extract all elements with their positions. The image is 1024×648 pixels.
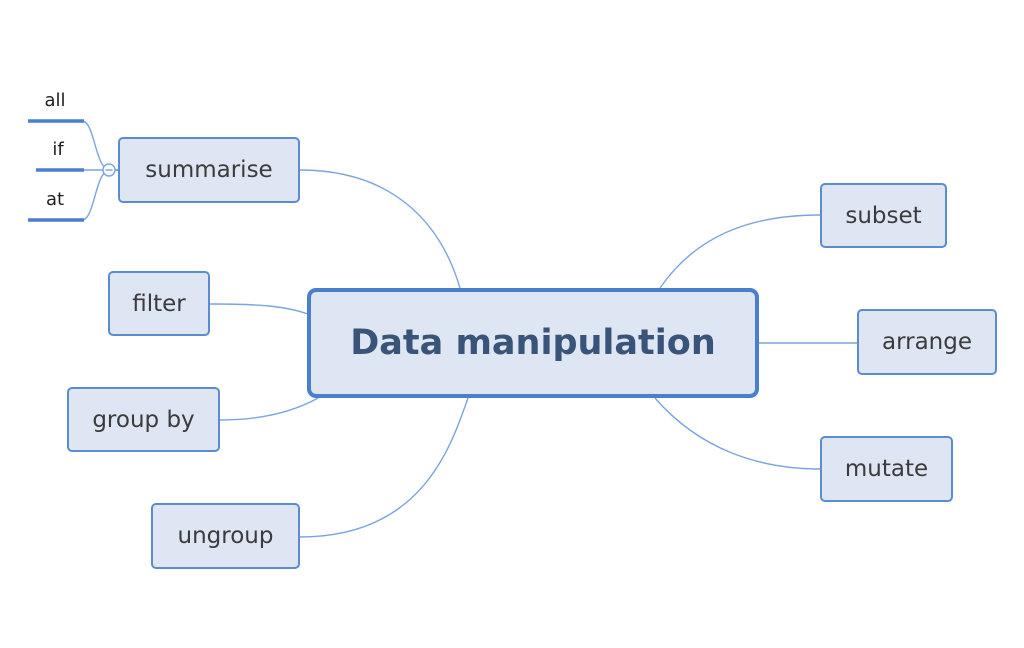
connector-ungroup <box>299 397 469 538</box>
connector-summarise <box>299 169 461 289</box>
topic-arrange[interactable]: arrange <box>857 309 997 375</box>
topic-filter[interactable]: filter <box>108 271 210 336</box>
central-topic[interactable]: Data manipulation <box>307 288 759 398</box>
topic-summarise[interactable]: summarise <box>118 137 300 203</box>
connector-filter <box>209 303 309 315</box>
subtopic-at[interactable]: at <box>45 188 65 210</box>
connector-group-by <box>219 397 319 421</box>
subtopic-if[interactable]: if <box>52 138 64 160</box>
topic-ungroup[interactable]: ungroup <box>151 503 300 569</box>
collapse-toggle-icon[interactable] <box>102 163 116 177</box>
connector-mutate <box>654 397 821 470</box>
connector-subset <box>659 214 821 289</box>
topic-mutate[interactable]: mutate <box>820 436 953 502</box>
topic-group-by[interactable]: group by <box>67 387 220 452</box>
connector-subtopic-all <box>81 120 118 171</box>
topic-subset[interactable]: subset <box>820 183 947 248</box>
subtopic-all[interactable]: all <box>44 89 66 111</box>
connector-subtopic-at <box>81 169 118 221</box>
